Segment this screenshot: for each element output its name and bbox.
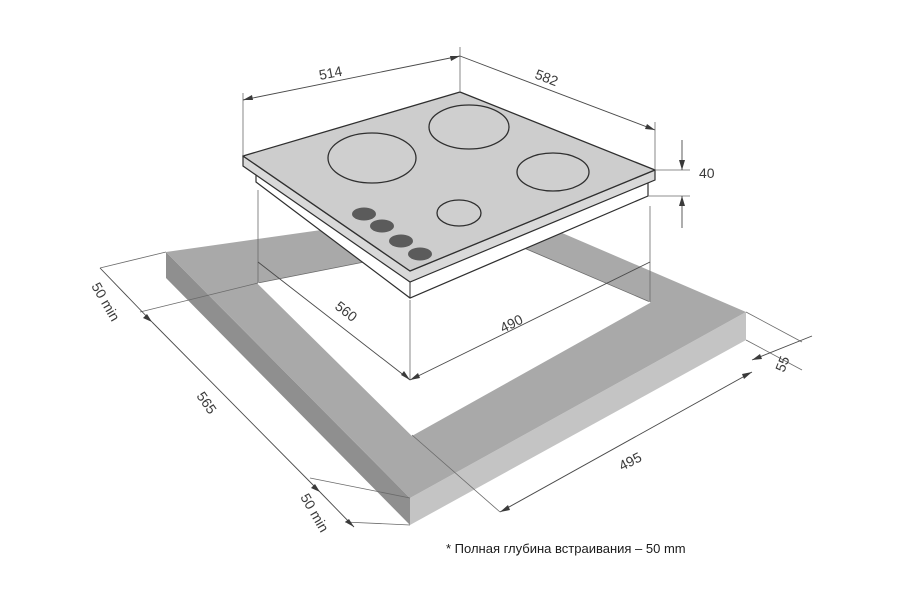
dim-line-50min-back bbox=[99, 267, 153, 323]
knob-2 bbox=[370, 219, 394, 233]
burner-back-right bbox=[428, 104, 510, 150]
label-565: 565 bbox=[194, 389, 221, 417]
countertop-front-left-face bbox=[166, 252, 410, 525]
dim-line-582 bbox=[459, 55, 656, 131]
label-582: 582 bbox=[533, 66, 561, 89]
burner-small-front bbox=[436, 199, 482, 227]
label-490: 490 bbox=[497, 311, 525, 336]
label-50min-front: 50 min bbox=[297, 491, 332, 535]
knob-1 bbox=[352, 207, 376, 221]
dim-line-495 bbox=[499, 371, 753, 513]
countertop-front-right-face bbox=[410, 312, 746, 525]
label-514: 514 bbox=[318, 63, 344, 83]
dimension-lines bbox=[99, 55, 813, 528]
label-495: 495 bbox=[616, 449, 644, 474]
footnote: * Полная глубина встраивания – 50 mm bbox=[446, 541, 686, 556]
dim-line-55 bbox=[751, 335, 813, 361]
countertop-top-face bbox=[166, 205, 746, 498]
dim-line-514 bbox=[242, 55, 461, 101]
dim-line-565 bbox=[151, 321, 321, 493]
extension-lines bbox=[99, 47, 803, 526]
burner-large-left bbox=[327, 132, 417, 184]
label-40: 40 bbox=[699, 165, 715, 181]
dim-line-560 bbox=[257, 261, 411, 381]
hob bbox=[242, 91, 656, 299]
dim-line-490 bbox=[409, 261, 651, 381]
knob-4 bbox=[408, 247, 432, 261]
burner-right bbox=[516, 152, 590, 192]
knob-3 bbox=[389, 234, 413, 248]
label-560: 560 bbox=[332, 298, 360, 325]
label-55: 55 bbox=[772, 353, 793, 374]
